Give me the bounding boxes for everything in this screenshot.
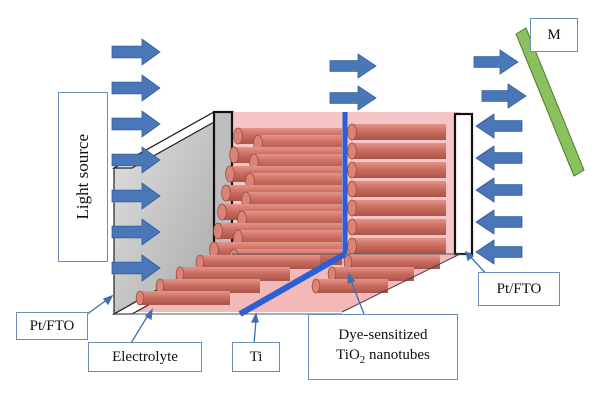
nanotube-right-9: [332, 267, 414, 281]
reflected-arrow-1: [475, 113, 523, 139]
mirror-label: M: [547, 26, 561, 43]
reflected-arrow-5: [475, 239, 523, 265]
reflected-arrow-4: [475, 209, 523, 235]
nanotube-left-5-cap: [225, 165, 235, 183]
light-arrow-4: [111, 146, 161, 174]
nanotube-right-10: [316, 279, 388, 293]
reflected-arrow-3: [475, 177, 523, 203]
mirror-bar: [515, 27, 585, 177]
nanotube-right-1-cap: [347, 123, 357, 141]
nanotube-right-4-cap: [347, 180, 357, 198]
nanotube-right-2: [352, 143, 446, 159]
light-arrow-5: [111, 182, 161, 210]
light-arrows-left: [111, 38, 161, 282]
nanotube-left-16-cap: [175, 266, 185, 282]
nanotube-right-5-cap: [347, 199, 357, 217]
nanotube-right-2-cap: [347, 142, 357, 160]
nanotube-left-15: [200, 255, 320, 269]
nanotube-right-6: [352, 219, 446, 235]
electrolyte-label: Electrolyte: [112, 348, 178, 365]
nanotube-right-6-cap: [347, 218, 357, 236]
pt-fto-left-label: Pt/FTO: [29, 317, 75, 334]
nanotube-right-3: [352, 162, 446, 178]
nanotube-left-7-cap: [221, 184, 231, 202]
light-arrow-mid-2: [329, 85, 377, 111]
light-arrow-3: [111, 110, 161, 138]
nanotube-left-17: [160, 279, 260, 293]
light-source-label-box: Light source: [58, 92, 108, 262]
nanotube-left-18: [140, 291, 230, 305]
nanotube-right-1: [352, 124, 446, 140]
incoming-arrow-1: [473, 49, 519, 75]
label-pointers: [81, 250, 491, 349]
ti-label-box: Ti: [232, 342, 280, 372]
nanotube-left-15-cap: [195, 254, 205, 270]
nanotubes-right: [311, 123, 446, 294]
pt-fto-right-label: Pt/FTO: [496, 280, 542, 297]
nanotube-right-7: [352, 238, 446, 254]
nanotube-right-7-cap: [347, 237, 357, 255]
nanotube-right-4: [352, 181, 446, 197]
light-arrow-2: [111, 74, 161, 102]
nanotubes-text: nanotubes: [365, 346, 430, 363]
nanotube-left-3-cap: [229, 146, 239, 164]
mirror-label-box: M: [530, 18, 578, 52]
pt-fto-left-label-box: Pt/FTO: [16, 312, 88, 340]
tio-text: TiO: [336, 346, 360, 363]
ti-foil: [238, 112, 348, 317]
reflected-arrows-right: [473, 49, 527, 265]
pt-fto-right-label-box: Pt/FTO: [478, 272, 560, 306]
incoming-arrow-2: [481, 83, 527, 109]
nanotube-right-9-cap: [327, 266, 337, 282]
light-arrow-mid-1: [329, 53, 377, 79]
light-source-label: Light source: [73, 134, 92, 220]
tio2-nanotubes-label: TiO2 nanotubes: [336, 345, 430, 370]
nanotube-right-8: [348, 255, 440, 269]
dye-tio2-label-box: Dye-sensitized TiO2 nanotubes: [308, 314, 458, 380]
nanotube-left-18-cap: [135, 290, 145, 306]
nanotube-left-17-cap: [155, 278, 165, 294]
nanotube-right-3-cap: [347, 161, 357, 179]
nanotube-left-11-cap: [213, 222, 223, 240]
light-arrow-7: [111, 254, 161, 282]
nanotube-left-9-cap: [217, 203, 227, 221]
light-arrow-6: [111, 218, 161, 246]
nanotube-left-1-cap: [233, 127, 243, 145]
nanotubes-left: [135, 127, 342, 306]
right-glass-electrode: [341, 112, 474, 313]
nanotube-left-16: [180, 267, 290, 281]
ti-label: Ti: [249, 348, 263, 365]
dye-sensitized-label: Dye-sensitized: [338, 326, 428, 343]
nanotube-right-10-cap: [311, 278, 321, 294]
tio2-subscript: 2: [359, 353, 366, 366]
nanotube-right-5: [352, 200, 446, 216]
light-arrows-middle: [329, 53, 377, 111]
reflected-arrow-2: [475, 145, 523, 171]
electrolyte-label-box: Electrolyte: [88, 342, 202, 372]
light-arrow-1: [111, 38, 161, 66]
